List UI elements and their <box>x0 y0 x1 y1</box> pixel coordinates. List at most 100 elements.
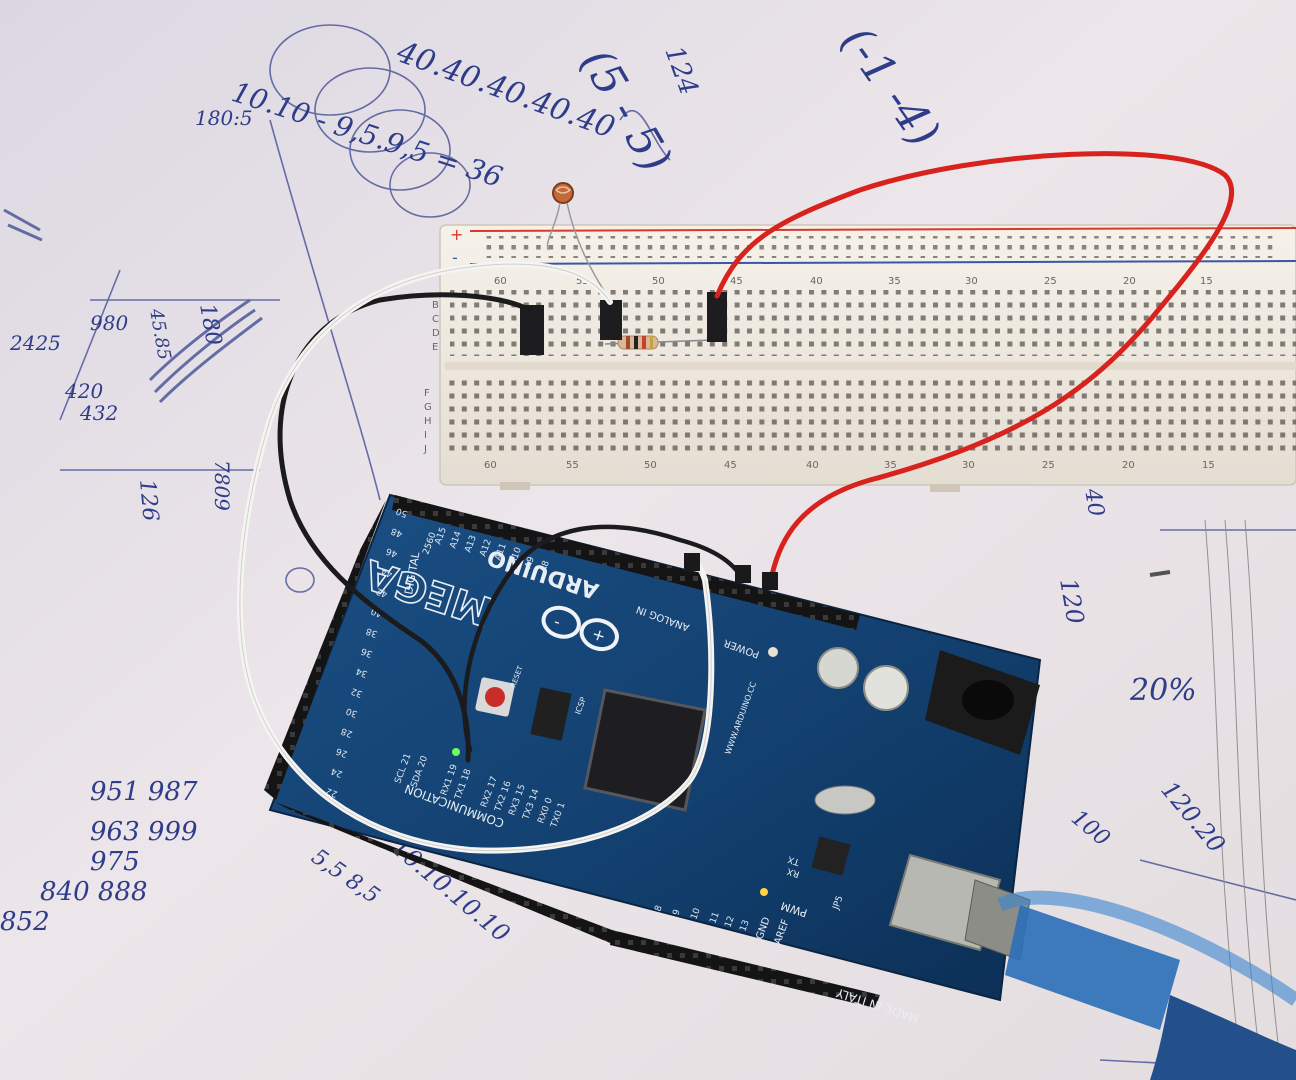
pin-label-a8: A8 <box>538 559 552 574</box>
note-10: 126 <box>134 478 163 522</box>
arduino-logo: - + <box>541 605 619 652</box>
pin-label-28: 28 <box>340 725 354 738</box>
breadboard: + - 60 55 50 45 40 35 30 25 20 15 B C D … <box>423 224 1296 492</box>
note-3: 180:5 <box>195 106 253 130</box>
pin-label-52: 52 <box>400 485 414 498</box>
column-numbers-bottom: 60 55 50 45 40 35 30 25 20 15 <box>484 460 1215 471</box>
col-num-bottom-20: 20 <box>1122 460 1135 471</box>
col-num-bottom-60: 60 <box>484 460 497 471</box>
col-num-top-25: 25 <box>1044 276 1057 287</box>
top-digital-header[interactable] <box>392 495 860 630</box>
note-17: 963 999 <box>90 817 198 847</box>
jumper-connector-black[interactable] <box>520 305 544 355</box>
pin-label-36: 36 <box>360 645 374 658</box>
col-num-bottom-25: 25 <box>1042 460 1055 471</box>
pin-label-34: 34 <box>355 665 369 678</box>
col-num-top-30: 30 <box>965 276 978 287</box>
svg-text:+: + <box>590 624 609 646</box>
note-11: 7809 <box>210 460 234 511</box>
jumper-connector-white[interactable] <box>600 300 622 340</box>
pin-labels: TX0 1 RX0 0 TX3 14 RX3 15 TX2 16 RX2 17 … <box>325 485 752 933</box>
breadboard-foot <box>930 484 960 492</box>
pin-label-26: 26 <box>335 745 349 758</box>
pin-label-24: 24 <box>330 765 344 778</box>
pin-label-8: 8 <box>653 904 664 913</box>
resistor <box>604 335 713 350</box>
note-20: 852 <box>0 907 50 937</box>
pin-label-11: 11 <box>708 911 721 925</box>
header-plug-white[interactable] <box>684 553 700 571</box>
col-num-bottom-55: 55 <box>566 460 579 471</box>
row-letters: B C D E F G H I J <box>423 300 440 455</box>
usb-cable <box>964 879 1296 1080</box>
jumper-wires <box>237 151 1234 854</box>
pin-label-32: 32 <box>350 685 364 698</box>
row-letter-e: E <box>432 342 438 353</box>
row-letter-d: D <box>432 328 440 339</box>
row-letter-b: B <box>432 300 439 311</box>
jumper-connector-red[interactable] <box>707 292 727 342</box>
wire-black-2[interactable] <box>462 524 743 753</box>
reset-button[interactable] <box>485 687 505 707</box>
note-12: 20% <box>1129 673 1197 708</box>
note-4: 980 <box>90 311 128 335</box>
power-led <box>452 748 460 756</box>
bottom-header[interactable] <box>275 802 615 945</box>
atmega-2560-chip <box>583 688 707 812</box>
col-num-bottom-15: 15 <box>1202 460 1215 471</box>
row-letter-i: I <box>424 430 427 441</box>
note-8: 2425 <box>9 331 61 355</box>
icsp-header[interactable] <box>530 687 572 741</box>
note-18: 975 <box>90 847 140 877</box>
rail-top-positive-line <box>469 227 1296 232</box>
note-16: 951 987 <box>90 777 198 807</box>
row-letter-c: C <box>432 314 439 325</box>
note-26: 40 <box>1079 486 1109 519</box>
row-letter-h: H <box>424 416 432 427</box>
wire-black-1[interactable] <box>277 292 533 763</box>
col-num-bottom-30: 30 <box>962 460 975 471</box>
col-num-top-45: 45 <box>730 276 743 287</box>
pin-label-10: 10 <box>689 907 702 921</box>
col-num-top-40: 40 <box>810 276 823 287</box>
usb-cable-body <box>1150 995 1296 1080</box>
rx-label: RX <box>786 865 801 878</box>
col-num-bottom-45: 45 <box>724 460 737 471</box>
left-digital-header[interactable] <box>264 500 386 800</box>
crystal-oscillator <box>814 785 876 815</box>
tx-label: TX <box>787 854 802 867</box>
bottom-pwm-header[interactable] <box>610 930 880 1008</box>
jp5-label: JP5 <box>831 895 845 912</box>
row-letter-g: G <box>424 402 432 413</box>
note-19: 840 888 <box>40 877 148 907</box>
pin-label-13: 13 <box>738 919 751 933</box>
note-7: 432 <box>79 401 118 425</box>
board-reflection <box>768 647 778 657</box>
col-num-bottom-35: 35 <box>884 460 897 471</box>
center-channel <box>445 362 1296 370</box>
rail-top-holes <box>480 236 1280 258</box>
svg-text:-: - <box>551 612 562 632</box>
col-num-top-15: 15 <box>1200 276 1213 287</box>
header-plug-red[interactable] <box>762 572 778 590</box>
wire-red[interactable] <box>714 151 1234 578</box>
row-letter-f: F <box>424 388 430 399</box>
capacitor-1 <box>817 647 859 689</box>
pin-label-42: 42 <box>375 585 389 598</box>
rail-minus-label: - <box>452 248 458 267</box>
col-num-bottom-50: 50 <box>644 460 657 471</box>
breadboard-foot <box>500 482 530 490</box>
header-plug-black[interactable] <box>735 565 751 583</box>
col-num-top-50: 50 <box>652 276 665 287</box>
pin-label-38: 38 <box>365 625 379 638</box>
rail-top-negative-line <box>469 260 1296 265</box>
pin-label-12: 12 <box>723 915 736 929</box>
col-num-bottom-40: 40 <box>806 460 819 471</box>
column-numbers-top: 60 55 50 45 40 35 30 25 20 15 <box>494 276 1213 287</box>
pin-label-9: 9 <box>671 908 682 917</box>
arduino-mega-board: - + ARDUINO MEGA 2560 DIGITAL COMMUNICAT… <box>264 485 1042 1025</box>
note-6: 420 <box>64 379 103 403</box>
pin-label-44: 44 <box>380 565 394 578</box>
col-num-top-60: 60 <box>494 276 507 287</box>
